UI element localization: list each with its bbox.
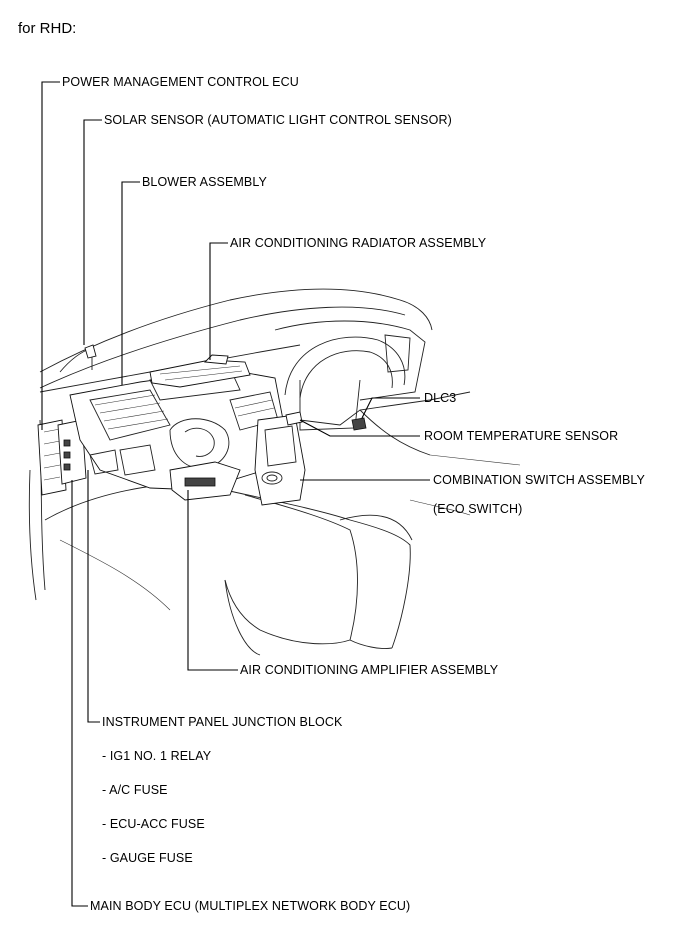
components	[37, 344, 367, 506]
leader-lines	[41, 81, 430, 907]
label-amplifier-assembly: AIR CONDITIONING AMPLIFIER ASSEMBLY	[240, 663, 499, 677]
label-combination-switch: COMBINATION SWITCH ASSEMBLY	[433, 473, 645, 487]
label-radiator-assembly: AIR CONDITIONING RADIATOR ASSEMBLY	[230, 236, 487, 250]
label-gauge-fuse: - GAUGE FUSE	[102, 851, 193, 865]
label-ac-fuse: - A/C FUSE	[102, 783, 168, 797]
label-power-management-ecu: POWER MANAGEMENT CONTROL ECU	[62, 75, 299, 89]
label-solar-sensor: SOLAR SENSOR (AUTOMATIC LIGHT CONTROL SE…	[104, 113, 452, 127]
label-room-temperature-sensor: ROOM TEMPERATURE SENSOR	[424, 429, 619, 443]
label-ig1-relay: - IG1 NO. 1 RELAY	[102, 749, 212, 763]
label-junction-block: INSTRUMENT PANEL JUNCTION BLOCK	[102, 715, 343, 729]
label-ecu-acc-fuse: - ECU-ACC FUSE	[102, 817, 205, 831]
label-blower-assembly: BLOWER ASSEMBLY	[142, 175, 267, 189]
label-dlc3: DLC3	[424, 391, 457, 405]
label-eco-switch: (ECO SWITCH)	[433, 502, 523, 516]
page-heading: for RHD:	[18, 20, 77, 37]
label-main-body-ecu: MAIN BODY ECU (MULTIPLEX NETWORK BODY EC…	[90, 899, 411, 913]
